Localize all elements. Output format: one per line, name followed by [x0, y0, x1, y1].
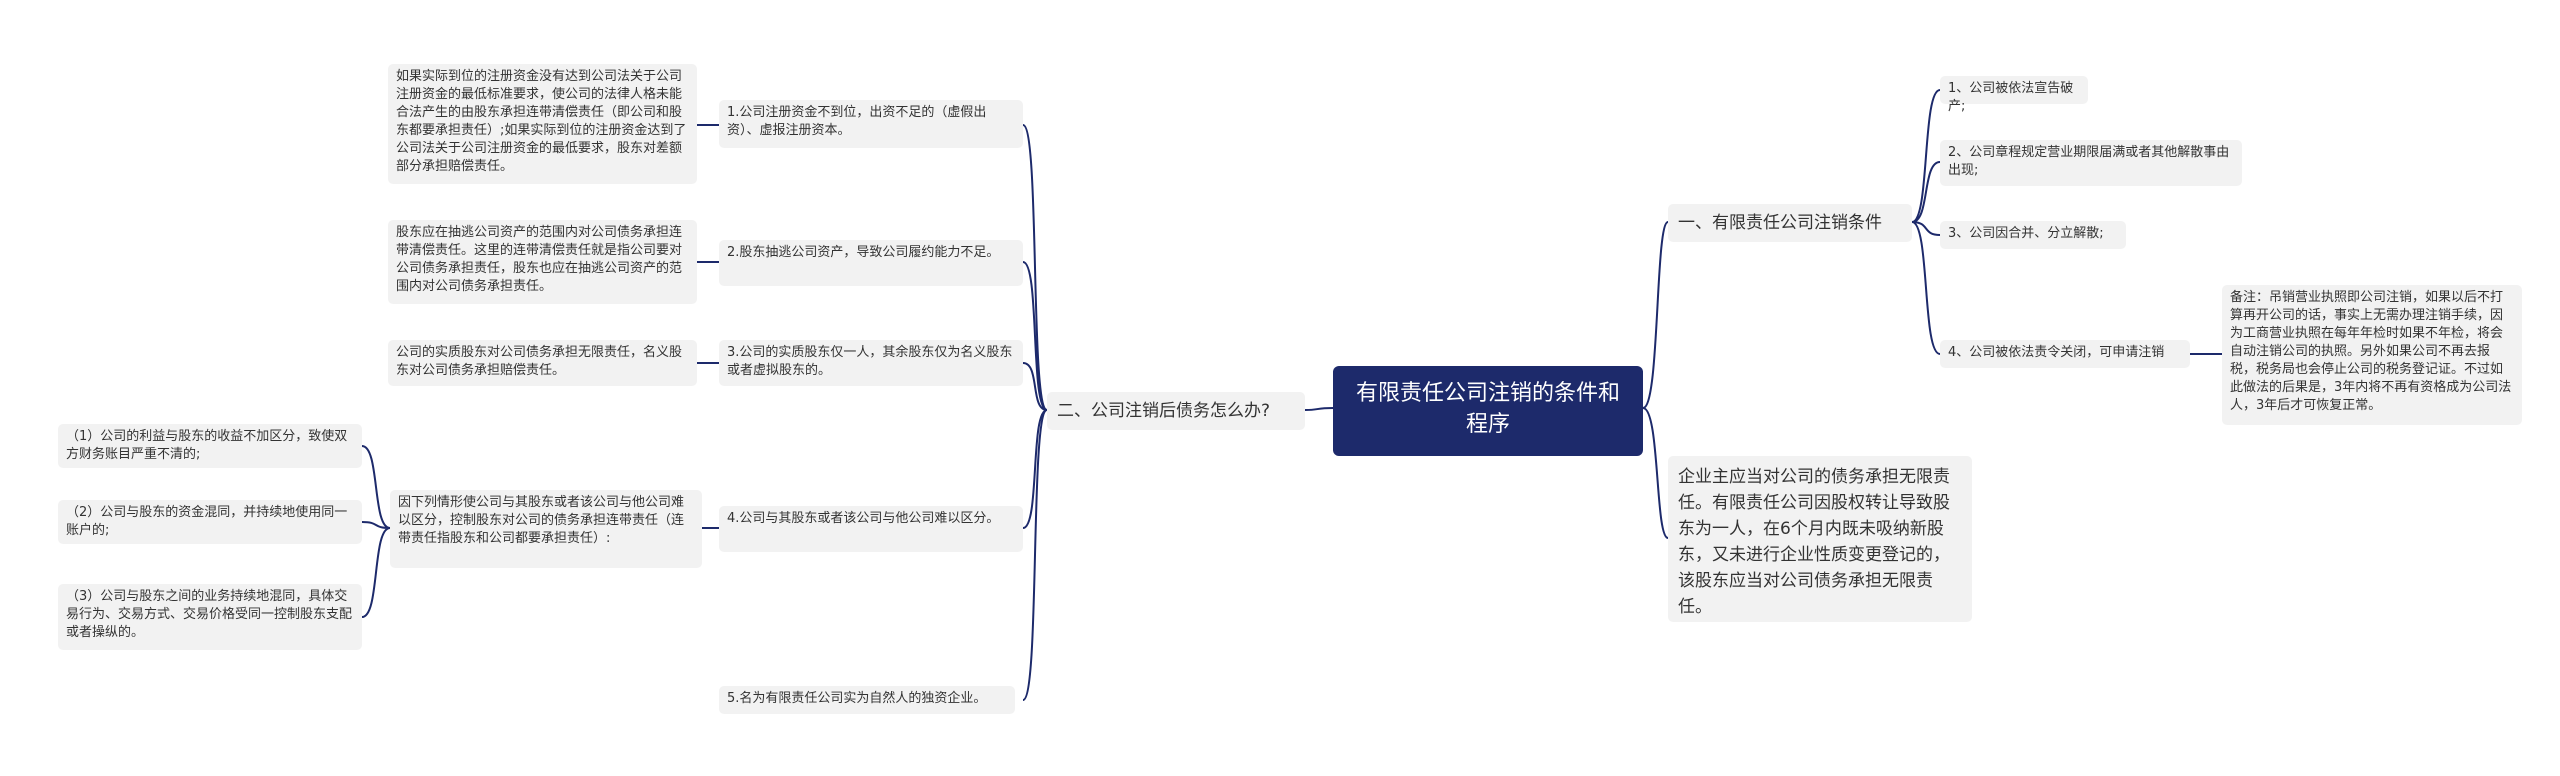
debt-case-1[interactable]: 1.公司注册资金不到位，出资不足的（虚假出资）、虚报注册资本。 — [719, 100, 1023, 148]
condition-item-1[interactable]: 1、公司被依法宣告破产; — [1940, 76, 2088, 114]
topic-text: 企业主应当对公司的债务承担无限责任。有限责任公司因股权转让导致股东为一人，在6个… — [1678, 467, 1950, 617]
case-label: 2.股东抽逃公司资产，导致公司履约能力不足。 — [727, 245, 1000, 260]
debt-case-4-sub-3[interactable]: （3）公司与股东之间的业务持续地混同，具体交易行为、交易方式、交易价格受同一控制… — [58, 584, 362, 650]
link-root-branch1 — [1642, 221, 1669, 409]
condition-item-label: 1、公司被依法宣告破产; — [1948, 81, 2074, 114]
debt-case-4-sub-1[interactable]: （1）公司的利益与股东的收益不加区分，致使双方财务账目严重不清的; — [58, 424, 362, 468]
sub-text: （2）公司与股东的资金混同，并持续地使用同一账户的; — [66, 505, 348, 538]
link-root-branch2 — [1304, 407, 1334, 411]
sub-text: （1）公司的利益与股东的收益不加区分，致使双方财务账目严重不清的; — [66, 429, 348, 462]
condition-item-label: 2、公司章程规定营业期限届满或者其他解散事由出现; — [1948, 145, 2230, 178]
debt-case-4[interactable]: 4.公司与其股东或者该公司与他公司难以区分。 — [719, 506, 1023, 552]
case-label: 1.公司注册资金不到位，出资不足的（虚假出资）、虚报注册资本。 — [727, 105, 987, 138]
link-branch2-items — [1022, 124, 1048, 701]
debt-case-3-detail[interactable]: 公司的实质股东对公司债务承担无限责任，名义股东对公司债务承担赔偿责任。 — [388, 340, 697, 386]
root-topic[interactable]: 有限责任公司注销的条件和程序 — [1333, 366, 1643, 456]
debt-case-3[interactable]: 3.公司的实质股东仅一人，其余股东仅为名义股东或者虚拟股东的。 — [719, 340, 1023, 386]
link-detail4-subs — [361, 445, 391, 618]
case-label: 3.公司的实质股东仅一人，其余股东仅为名义股东或者虚拟股东的。 — [727, 345, 1013, 378]
detail-text: 股东应在抽逃公司资产的范围内对公司债务承担连带清偿责任。这里的连带清偿责任就是指… — [396, 225, 683, 294]
case-label: 5.名为有限责任公司实为自然人的独资企业。 — [727, 691, 987, 706]
debt-case-2[interactable]: 2.股东抽逃公司资产，导致公司履约能力不足。 — [719, 240, 1023, 286]
condition-item-label: 3、公司因合并、分立解散; — [1948, 226, 2104, 241]
condition-item-label: 4、公司被依法责令关闭，可申请注销 — [1948, 345, 2165, 360]
condition-item-2[interactable]: 2、公司章程规定营业期限届满或者其他解散事由出现; — [1940, 140, 2242, 186]
branch-dissolution-conditions[interactable]: 一、有限责任公司注销条件 — [1668, 204, 1912, 242]
debt-case-4-detail[interactable]: 因下列情形使公司与其股东或者该公司与他公司难以区分，控制股东对公司的债务承担连带… — [390, 490, 702, 568]
debt-case-4-sub-2[interactable]: （2）公司与股东的资金混同，并持续地使用同一账户的; — [58, 500, 362, 544]
condition-item-4[interactable]: 4、公司被依法责令关闭，可申请注销 — [1940, 340, 2190, 368]
branch-debts-after-dissolution[interactable]: 二、公司注销后债务怎么办? — [1047, 392, 1305, 430]
sub-text: （3）公司与股东之间的业务持续地混同，具体交易行为、交易方式、交易价格受同一控制… — [66, 589, 353, 640]
debt-case-2-detail[interactable]: 股东应在抽逃公司资产的范围内对公司债务承担连带清偿责任。这里的连带清偿责任就是指… — [388, 220, 697, 304]
remark-note[interactable]: 备注：吊销营业执照即公司注销，如果以后不打算再开公司的话，事实上无需办理注销手续… — [2222, 285, 2522, 425]
link-branch1-items — [1911, 89, 1941, 355]
unlimited-liability-topic[interactable]: 企业主应当对公司的债务承担无限责任。有限责任公司因股权转让导致股东为一人，在6个… — [1668, 456, 1972, 622]
branch-label: 二、公司注销后债务怎么办? — [1057, 401, 1271, 421]
debt-case-1-detail[interactable]: 如果实际到位的注册资金没有达到公司法关于公司注册资金的最低标准要求，使公司的法律… — [388, 64, 697, 184]
branch-label: 一、有限责任公司注销条件 — [1678, 213, 1882, 233]
detail-text: 因下列情形使公司与其股东或者该公司与他公司难以区分，控制股东对公司的债务承担连带… — [398, 495, 685, 546]
link-root-textblock — [1642, 407, 1669, 539]
case-label: 4.公司与其股东或者该公司与他公司难以区分。 — [727, 511, 1000, 526]
detail-text: 如果实际到位的注册资金没有达到公司法关于公司注册资金的最低标准要求，使公司的法律… — [396, 69, 687, 174]
root-title: 有限责任公司注销的条件和程序 — [1355, 381, 1620, 437]
remark-text: 备注：吊销营业执照即公司注销，如果以后不打算再开公司的话，事实上无需办理注销手续… — [2230, 290, 2512, 413]
detail-text: 公司的实质股东对公司债务承担无限责任，名义股东对公司债务承担赔偿责任。 — [396, 345, 683, 378]
condition-item-3[interactable]: 3、公司因合并、分立解散; — [1940, 221, 2126, 249]
debt-case-5[interactable]: 5.名为有限责任公司实为自然人的独资企业。 — [719, 686, 1015, 714]
